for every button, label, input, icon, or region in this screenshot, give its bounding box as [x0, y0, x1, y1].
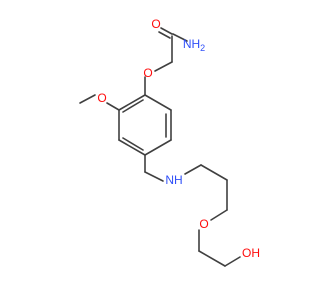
- methoxy-o-label: O: [97, 91, 106, 105]
- hydroxyl-label: OH: [242, 246, 260, 260]
- bond-carbonyl-double-2: [158, 31, 171, 39]
- bond-ch2-oh: [224, 256, 241, 267]
- structure-diagram: NH2 O O O NH O OH: [79, 17, 260, 267]
- ring-bond-4: [118, 139, 146, 156]
- ring-bond-1: [144, 94, 172, 111]
- bond-ch2-ether-o: [154, 61, 173, 72]
- amide-nh2-label: NH2: [183, 37, 205, 53]
- ring-inner-2: [122, 137, 144, 151]
- bond-ring-methoxy-o: [106, 102, 120, 111]
- bond-ch2-ch2-end: [198, 250, 226, 267]
- carbonyl-o-label: O: [151, 17, 160, 31]
- ring-bond-3: [144, 139, 172, 156]
- bond-chain-ch2-ch2: [200, 164, 228, 181]
- ring-bond-6: [118, 94, 146, 111]
- bond-carbonyl-double-1: [160, 27, 173, 35]
- bond-methoxy-o-ch3: [79, 94, 96, 104]
- chain-o-label: O: [199, 217, 208, 231]
- bond-chain-ch2-o: [210, 209, 228, 221]
- ether-o-label: O: [143, 66, 152, 80]
- bond-amine-ch2: [184, 164, 202, 175]
- bond-ch2-amine: [144, 171, 164, 182]
- amine-nh-label: NH: [165, 173, 182, 187]
- ring-inner-3: [122, 99, 144, 113]
- bond-carbonyl-c-n: [172, 33, 188, 42]
- molecule-canvas: NH2 O O O NH O OH: [79, 17, 260, 267]
